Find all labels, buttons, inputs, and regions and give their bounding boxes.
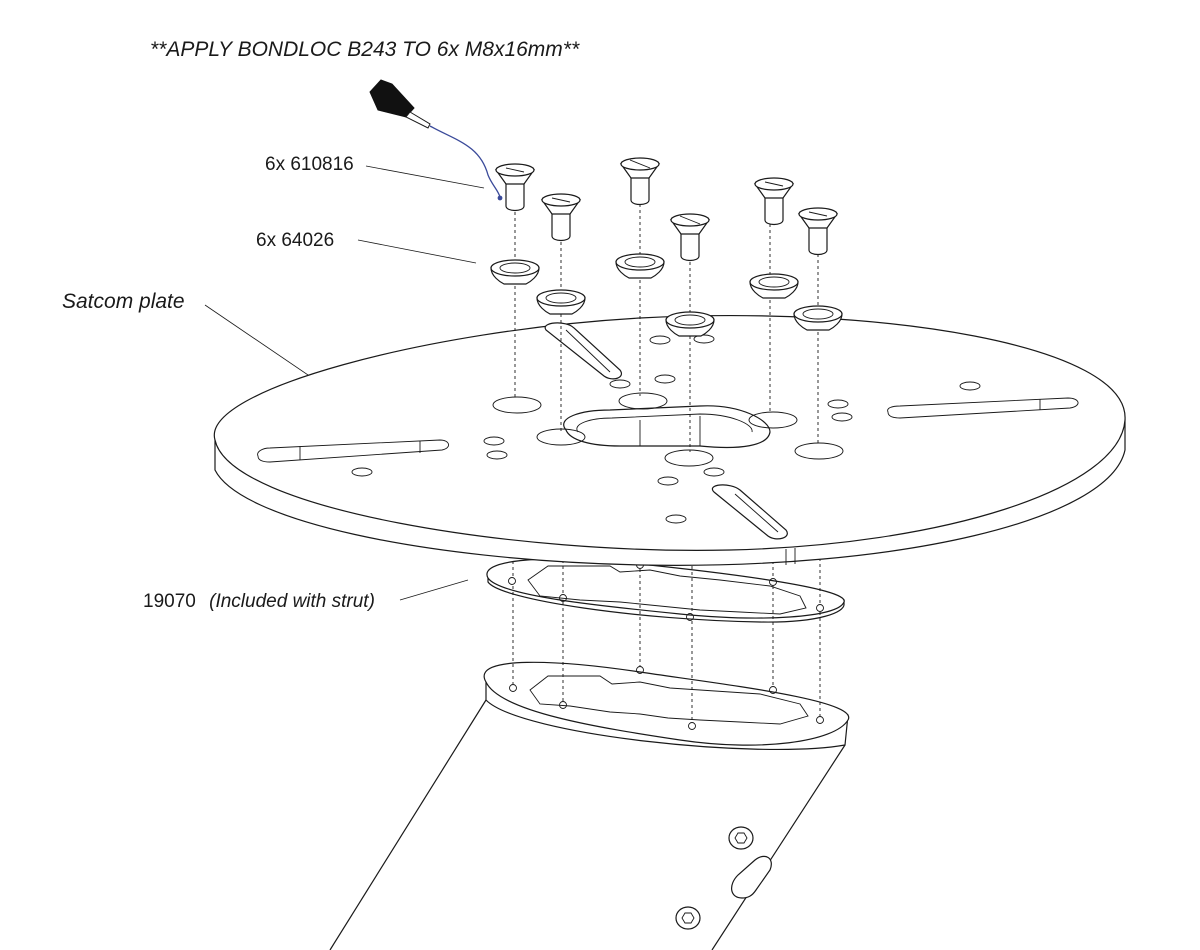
bondloc-instruction-note: **APPLY BONDLOC B243 TO 6x M8x16mm** <box>150 38 580 61</box>
gasket-included-note: (Included with strut) <box>209 591 375 612</box>
satcom-plate-label: Satcom plate <box>62 290 185 313</box>
screw-4 <box>669 213 711 262</box>
adhesive-bottle-icon <box>369 79 503 201</box>
screw-6 <box>797 207 839 256</box>
gasket-part-number: 19070 <box>143 591 196 612</box>
washer-group <box>490 253 843 337</box>
washer-5 <box>749 273 799 299</box>
screw-group <box>494 157 839 262</box>
alignment-lines-lower <box>512 569 821 722</box>
hex-socket-bolt-icon <box>675 906 701 930</box>
hex-socket-bolt-icon <box>728 826 754 850</box>
washer-6 <box>793 305 843 331</box>
strut-slot <box>731 855 772 899</box>
alignment-lines-upper <box>514 204 819 452</box>
screw-1 <box>494 163 536 212</box>
screw-part-label: 6x 610816 <box>265 154 354 175</box>
screw-3 <box>619 157 661 206</box>
washer-part-label: 6x 64026 <box>256 230 334 251</box>
satcom-plate <box>213 314 1126 566</box>
washer-1 <box>490 259 540 285</box>
washer-2 <box>536 289 586 315</box>
strut-flange <box>483 661 850 751</box>
washer-4 <box>665 311 715 337</box>
gasket-part-label: 19070 (Included with strut) <box>143 591 375 612</box>
screw-5 <box>753 177 795 226</box>
screw-leader-line <box>365 165 485 189</box>
screw-2 <box>540 193 582 242</box>
washer-3 <box>615 253 665 279</box>
gasket-19070 <box>486 558 845 623</box>
gasket-leader-line <box>399 579 469 601</box>
washer-leader-line <box>357 239 477 264</box>
strut-tube <box>329 699 846 950</box>
